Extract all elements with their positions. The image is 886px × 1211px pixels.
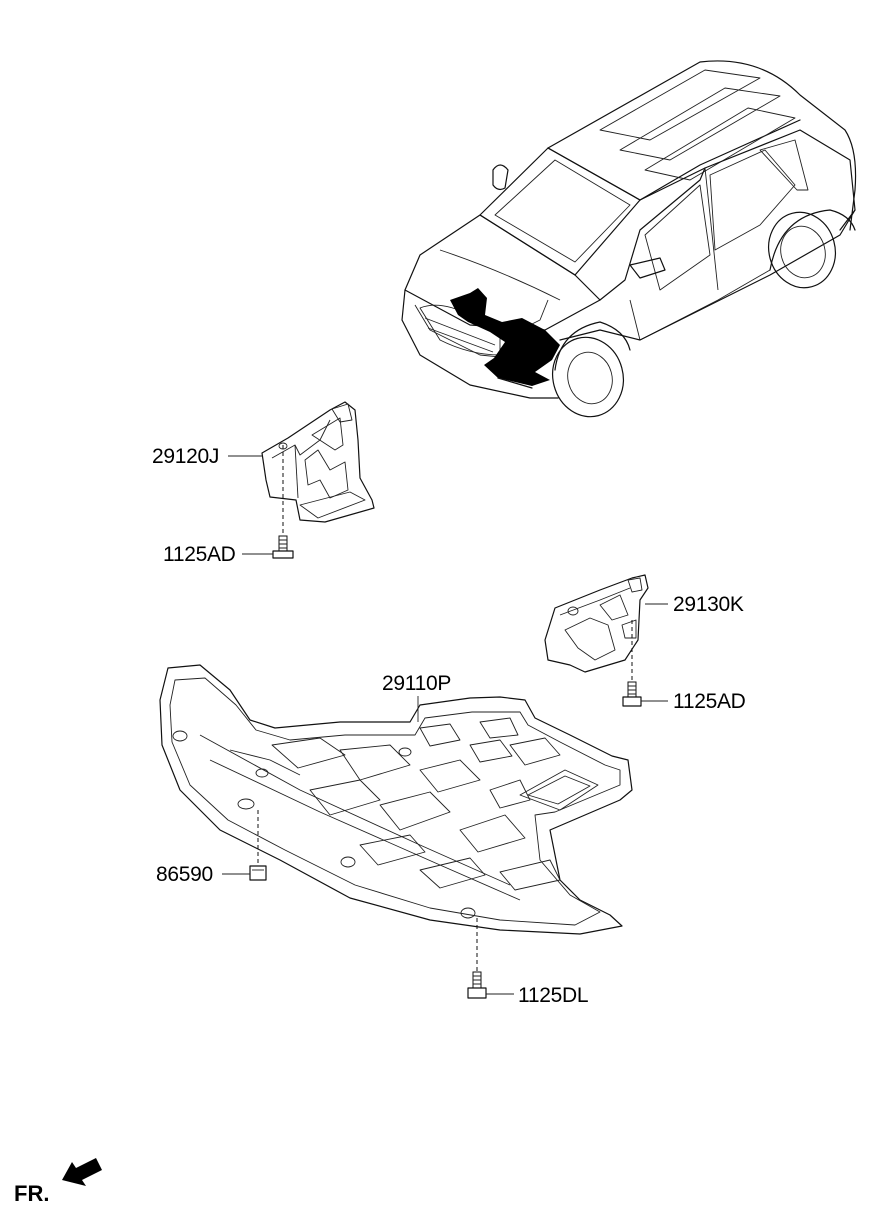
label-front-cover-lh: 29120J	[152, 445, 220, 468]
leader-lines	[222, 455, 668, 995]
label-bolt-upper-right: 1125AD	[673, 690, 746, 713]
bolt-upper-left	[272, 445, 294, 559]
label-clip: 86590	[156, 863, 213, 886]
vehicle-illustration	[401, 60, 857, 418]
front-direction-arrow-icon	[62, 1158, 102, 1186]
front-cover-rh-part	[544, 574, 649, 673]
under-cover-part	[159, 664, 633, 935]
highlighted-undercover-area	[450, 288, 560, 386]
bolt-lower	[467, 918, 487, 999]
label-bolt-upper-left: 1125AD	[163, 543, 236, 566]
bolt-upper-right	[622, 620, 642, 707]
clip-fastener	[249, 810, 267, 881]
label-under-cover: 29110P	[382, 672, 452, 695]
label-front-cover-rh: 29130K	[673, 593, 744, 616]
front-cover-lh-part	[261, 401, 375, 523]
label-bolt-lower: 1125DL	[518, 984, 589, 1007]
front-direction-label: FR.	[14, 1181, 50, 1206]
